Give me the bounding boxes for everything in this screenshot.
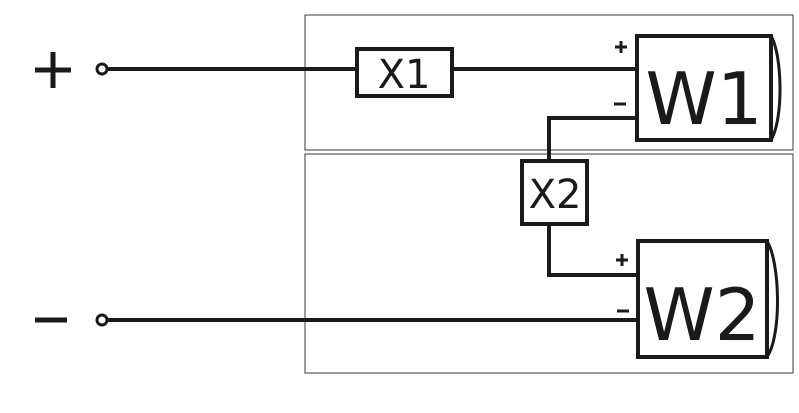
x1-label: X1 [378,52,431,98]
w1-label: W1 [646,57,763,141]
positive-sign [35,52,71,88]
x1-component: X1 [355,47,454,98]
w1-plus-mark [615,41,627,53]
w2-plus-mark [616,254,628,266]
x2-label: X2 [529,172,582,218]
w1-right-bracket [769,35,782,141]
w1-component: W1 [635,34,782,142]
w2-label: W2 [644,273,761,357]
negative-terminal [95,313,109,327]
x2-component: X2 [520,159,589,226]
wire-x2-to-w2-plus [547,222,640,277]
w2-right-bracket [765,240,779,358]
positive-terminal [95,62,109,76]
w2-component: W2 [636,239,779,359]
wire-w1-minus-to-x2 [547,116,639,163]
